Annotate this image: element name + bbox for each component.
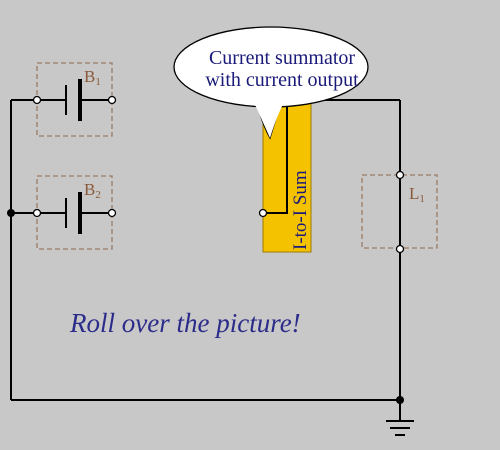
ground-icon <box>386 420 414 436</box>
b1-left-terminal <box>32 95 42 105</box>
battery-b2-label: B2 <box>84 180 101 201</box>
summator-internal-wire <box>263 100 288 214</box>
summator-input-terminal <box>258 208 268 218</box>
battery-b1-label: B1 <box>84 67 101 88</box>
load-bottom-terminal <box>395 244 405 254</box>
battery-b2-symbol <box>65 192 82 234</box>
load-top-terminal <box>395 170 405 180</box>
callout-line-1: Current summator <box>209 47 355 69</box>
b2-right-terminal <box>107 208 117 218</box>
callout-balloon: Current summator with current output <box>173 26 369 140</box>
wires <box>10 99 401 420</box>
load-l1-label: L1 <box>409 184 425 205</box>
terminals <box>32 95 405 254</box>
b1-right-terminal <box>107 95 117 105</box>
ground-junction-dot <box>396 396 404 404</box>
b2-left-terminal <box>32 208 42 218</box>
summator-label: I-to-I Sum <box>290 170 311 250</box>
roll-over-instruction: Roll over the picture! <box>70 308 301 338</box>
callout-line-2: with current output <box>205 69 359 91</box>
left-junction-dot <box>7 209 15 217</box>
battery-b1-symbol <box>65 79 82 121</box>
